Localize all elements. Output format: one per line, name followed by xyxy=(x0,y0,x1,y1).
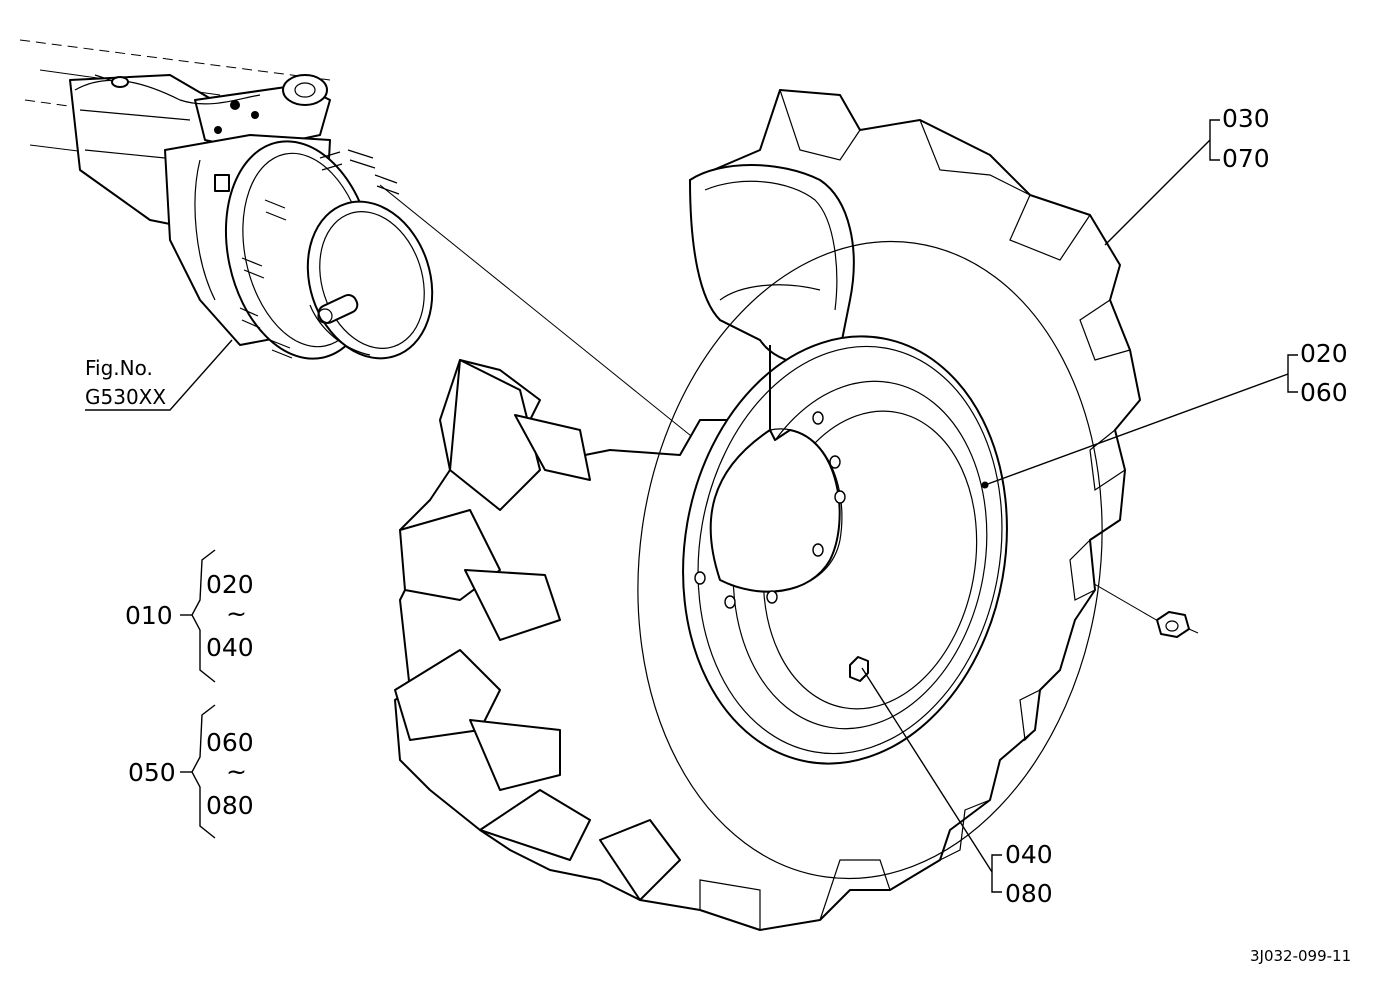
callout-070: 070 xyxy=(1222,144,1270,173)
axle-hub-assembly xyxy=(19,39,434,360)
callout-080: 080 xyxy=(1005,879,1053,908)
group-010-from: 020 xyxy=(206,570,254,599)
group-brackets xyxy=(180,549,216,839)
group-050-to: 080 xyxy=(206,791,254,820)
group-010-to: 040 xyxy=(206,633,254,662)
group-010-sep: ~ xyxy=(226,599,247,628)
callout-020: 020 xyxy=(1300,339,1348,368)
group-010-parent: 010 xyxy=(125,601,173,630)
wheel-rim xyxy=(682,335,1008,765)
callout-leaders xyxy=(85,119,1298,893)
callout-030: 030 xyxy=(1222,104,1270,133)
fig-no-value: G530XX xyxy=(85,385,166,409)
group-050-from: 060 xyxy=(206,728,254,757)
drawing-code: 3J032-099-11 xyxy=(1250,947,1351,965)
callout-060: 060 xyxy=(1300,378,1348,407)
fig-no-label: Fig.No. xyxy=(85,356,153,380)
callout-040: 040 xyxy=(1005,840,1053,869)
wheel-nut xyxy=(1156,611,1199,638)
group-050-parent: 050 xyxy=(128,758,176,787)
group-050-sep: ~ xyxy=(226,757,247,786)
